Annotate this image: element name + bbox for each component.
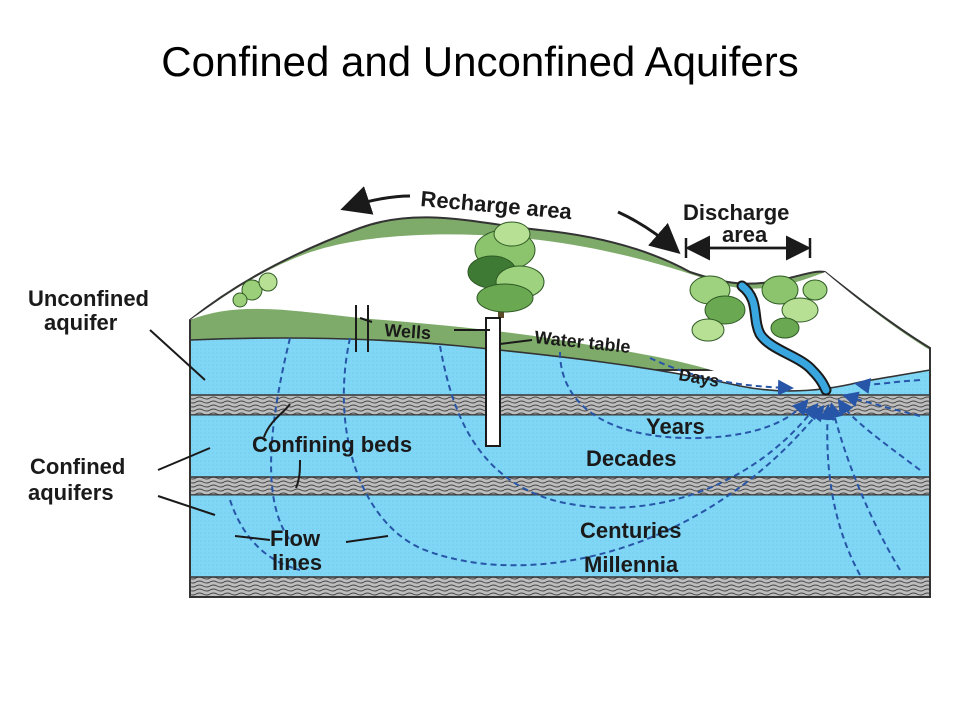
unconfined-aquifer — [190, 338, 930, 395]
label-years: Years — [646, 414, 705, 439]
recharge-arrow-right — [617, 210, 681, 254]
label-discharge-line2: area — [722, 222, 768, 247]
slide-title: Confined and Unconfined Aquifers — [161, 38, 799, 85]
confining-bed-3 — [189, 576, 931, 598]
label-confined-line1: Confined — [30, 454, 125, 479]
confining-bed-2 — [189, 476, 931, 496]
flow-lines — [229, 337, 921, 576]
recharge-arrow-left — [340, 186, 411, 215]
trees-center — [467, 221, 545, 318]
label-millennia: Millennia — [584, 552, 679, 577]
label-centuries: Centuries — [580, 518, 681, 543]
discharge-bracket — [684, 235, 812, 261]
label-confining-beds: Confining beds — [252, 432, 412, 457]
label-wells: Wells — [384, 320, 432, 343]
trees-right — [689, 275, 828, 342]
label-flow-line2: lines — [272, 550, 322, 575]
label-unconfined-line2: aquifer — [44, 310, 118, 335]
leader-lines — [149, 317, 533, 543]
label-flow-line1: Flow — [270, 526, 321, 551]
unsaturated-zone — [190, 234, 930, 389]
stream-water — [738, 282, 830, 394]
label-decades: Decades — [586, 446, 677, 471]
label-confined-line2: aquifers — [28, 480, 114, 505]
trees-left — [232, 272, 278, 308]
well-shallow — [355, 305, 369, 352]
block-outline — [189, 320, 931, 598]
well-deep — [485, 317, 501, 447]
label-unconfined-line1: Unconfined — [28, 286, 149, 311]
label-discharge-line1: Discharge — [683, 200, 789, 225]
